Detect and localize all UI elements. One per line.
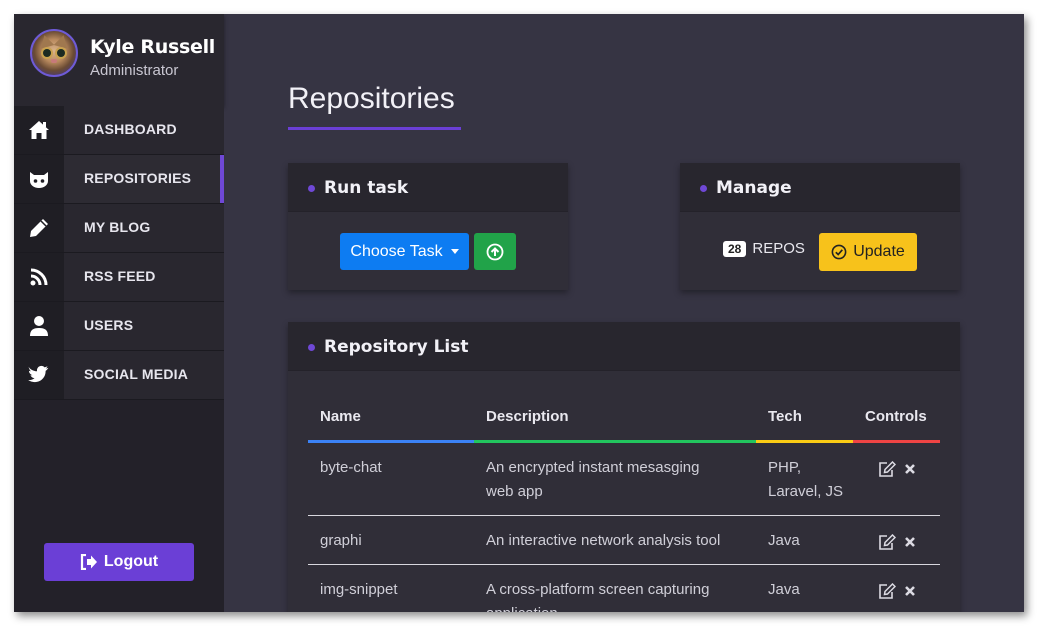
title-underline <box>288 127 461 130</box>
repository-list-card: Repository List Name Description Tech Co… <box>288 322 960 612</box>
logout-icon <box>80 554 97 570</box>
sidebar-item-label: USERS <box>84 317 134 333</box>
bullet-dot <box>308 344 315 351</box>
table-header: Name Description Tech Controls <box>308 397 940 443</box>
run-task-card: Run task Choose Task <box>288 163 568 290</box>
run-task-upload-button[interactable] <box>474 233 516 270</box>
column-header-description[interactable]: Description <box>486 408 569 425</box>
delete-icon[interactable] <box>904 463 916 475</box>
bullet-dot <box>308 185 315 192</box>
logout-label: Logout <box>103 553 159 570</box>
repo-description-line2: application <box>486 602 558 612</box>
github-icon <box>30 172 48 188</box>
repo-count: 28 REPOS <box>723 240 805 257</box>
row-controls <box>878 461 916 477</box>
column-header-controls: Controls <box>865 408 927 425</box>
user-profile: Kyle Russell Administrator <box>14 14 224 106</box>
sidebar-item-my-blog[interactable]: MY BLOG <box>14 204 224 253</box>
sidebar-item-users[interactable]: USERS <box>14 302 224 351</box>
repo-name: byte-chat <box>320 459 382 476</box>
card-header: Run task <box>288 163 568 212</box>
sidebar-item-label: REPOSITORIES <box>84 170 192 186</box>
edit-icon[interactable] <box>878 583 896 599</box>
sidebar-item-label: DASHBOARD <box>84 121 177 137</box>
home-icon <box>29 121 49 139</box>
sidebar-nav: DASHBOARD REPOSITORIES <box>14 106 224 400</box>
card-title: Manage <box>716 178 792 198</box>
table-row: img-snippet A cross-platform screen capt… <box>308 565 940 612</box>
user-icon <box>30 316 48 336</box>
sidebar-item-label: SOCIAL MEDIA <box>84 366 189 382</box>
repo-name: img-snippet <box>320 581 398 598</box>
check-circle-icon <box>831 244 847 260</box>
column-bar-tech <box>756 440 853 443</box>
column-header-tech[interactable]: Tech <box>768 408 802 425</box>
sidebar-item-repositories[interactable]: REPOSITORIES <box>14 155 224 204</box>
twitter-icon <box>28 365 49 383</box>
repo-count-badge: 28 <box>723 240 747 257</box>
app-window: Kyle Russell Administrator DASHBOARD <box>14 14 1024 612</box>
repo-tech-line2: Laravel, JS <box>768 483 844 500</box>
repo-description: An interactive network analysis tool <box>486 532 721 549</box>
repo-tech: PHP, <box>768 459 802 476</box>
sidebar-item-dashboard[interactable]: DASHBOARD <box>14 106 224 155</box>
repo-name: graphi <box>320 532 362 549</box>
sidebar-item-rss-feed[interactable]: RSS FEED <box>14 253 224 302</box>
sidebar: Kyle Russell Administrator DASHBOARD <box>14 14 224 612</box>
manage-card: Manage 28 REPOS Update <box>680 163 960 290</box>
page-title: Repositories <box>288 82 455 115</box>
row-controls <box>878 583 916 599</box>
table-row: graphi An interactive network analysis t… <box>308 516 940 565</box>
column-bar-controls <box>853 440 940 443</box>
delete-icon[interactable] <box>904 536 916 548</box>
edit-icon[interactable] <box>878 461 896 477</box>
column-bar-name <box>308 440 474 443</box>
repo-description: An encrypted instant mesasging <box>486 459 700 476</box>
repo-tech: Java <box>768 581 800 598</box>
rss-icon <box>30 268 48 286</box>
bullet-dot <box>700 185 707 192</box>
sidebar-item-label: RSS FEED <box>84 268 156 284</box>
card-title: Repository List <box>324 337 469 357</box>
edit-icon[interactable] <box>878 534 896 550</box>
sidebar-item-social-media[interactable]: SOCIAL MEDIA <box>14 351 224 400</box>
repo-tech: Java <box>768 532 800 549</box>
caret-down-icon <box>450 249 459 254</box>
choose-task-dropdown[interactable]: Choose Task <box>340 233 469 270</box>
row-controls <box>878 534 916 550</box>
repository-table: Name Description Tech Controls byte-chat… <box>308 397 940 612</box>
logout-button[interactable]: Logout <box>44 543 194 581</box>
pencil-icon <box>30 219 48 237</box>
update-button[interactable]: Update <box>819 233 917 271</box>
delete-icon[interactable] <box>904 585 916 597</box>
repo-count-label: REPOS <box>752 240 805 257</box>
avatar[interactable] <box>30 29 78 77</box>
card-title: Run task <box>324 178 409 198</box>
user-role: Administrator <box>90 62 179 79</box>
choose-task-label: Choose Task <box>350 242 443 260</box>
arrow-up-circle-icon <box>486 243 504 260</box>
card-header: Manage <box>680 163 960 212</box>
user-name: Kyle Russell <box>90 36 215 58</box>
column-bar-description <box>474 440 756 443</box>
table-row: byte-chat An encrypted instant mesasging… <box>308 443 940 516</box>
repo-description: A cross-platform screen capturing <box>486 581 710 598</box>
card-header: Repository List <box>288 322 960 371</box>
sidebar-item-label: MY BLOG <box>84 219 151 235</box>
repo-description-line2: web app <box>486 483 543 500</box>
update-label: Update <box>853 243 905 260</box>
column-header-name[interactable]: Name <box>320 408 361 425</box>
